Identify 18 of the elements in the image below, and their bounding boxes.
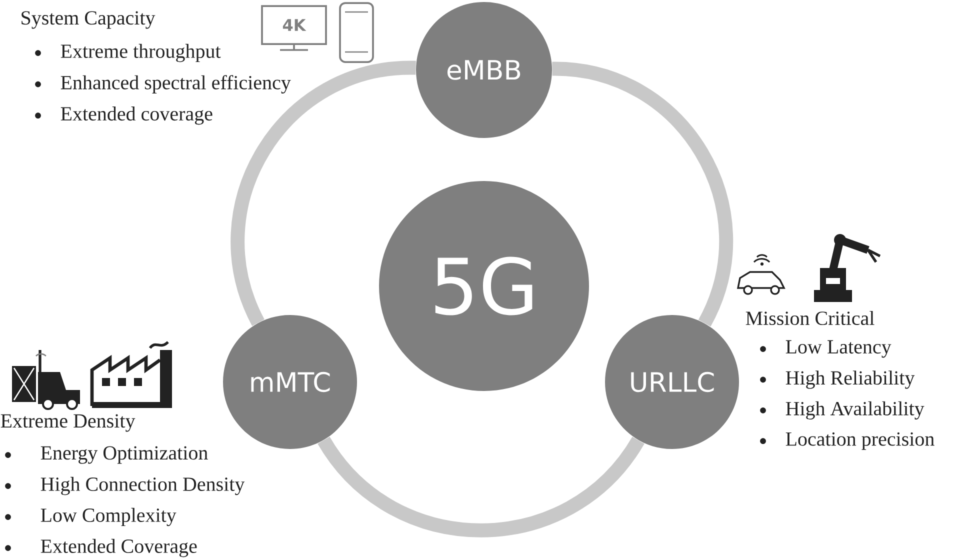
bullet-item: Energy Optimization bbox=[5, 446, 208, 464]
bullet-item: Low Complexity bbox=[5, 508, 176, 526]
bullet-item: High Availability bbox=[760, 401, 924, 420]
ring-arc bbox=[552, 62, 733, 326]
bullet-item: High Connection Density bbox=[5, 476, 245, 496]
bullet-item: Extended coverage bbox=[35, 106, 212, 125]
ring-arc bbox=[230, 60, 416, 326]
bullet-item: Extended Coverage bbox=[5, 538, 197, 558]
screen-text: 4K bbox=[282, 19, 306, 31]
bullet-item: Low Latency bbox=[760, 340, 892, 358]
ring-arc bbox=[318, 436, 644, 538]
bullet-item: Location precision bbox=[760, 432, 934, 450]
list-heading: Mission Critical bbox=[746, 310, 874, 326]
bullet-item: Extreme throughput bbox=[35, 44, 221, 62]
list-heading: Extreme Density bbox=[0, 414, 136, 432]
bullet-item: High Reliability bbox=[760, 370, 915, 389]
bullet-item: Enhanced spectral efficiency bbox=[35, 75, 291, 94]
list-heading: System Capacity bbox=[22, 11, 156, 29]
